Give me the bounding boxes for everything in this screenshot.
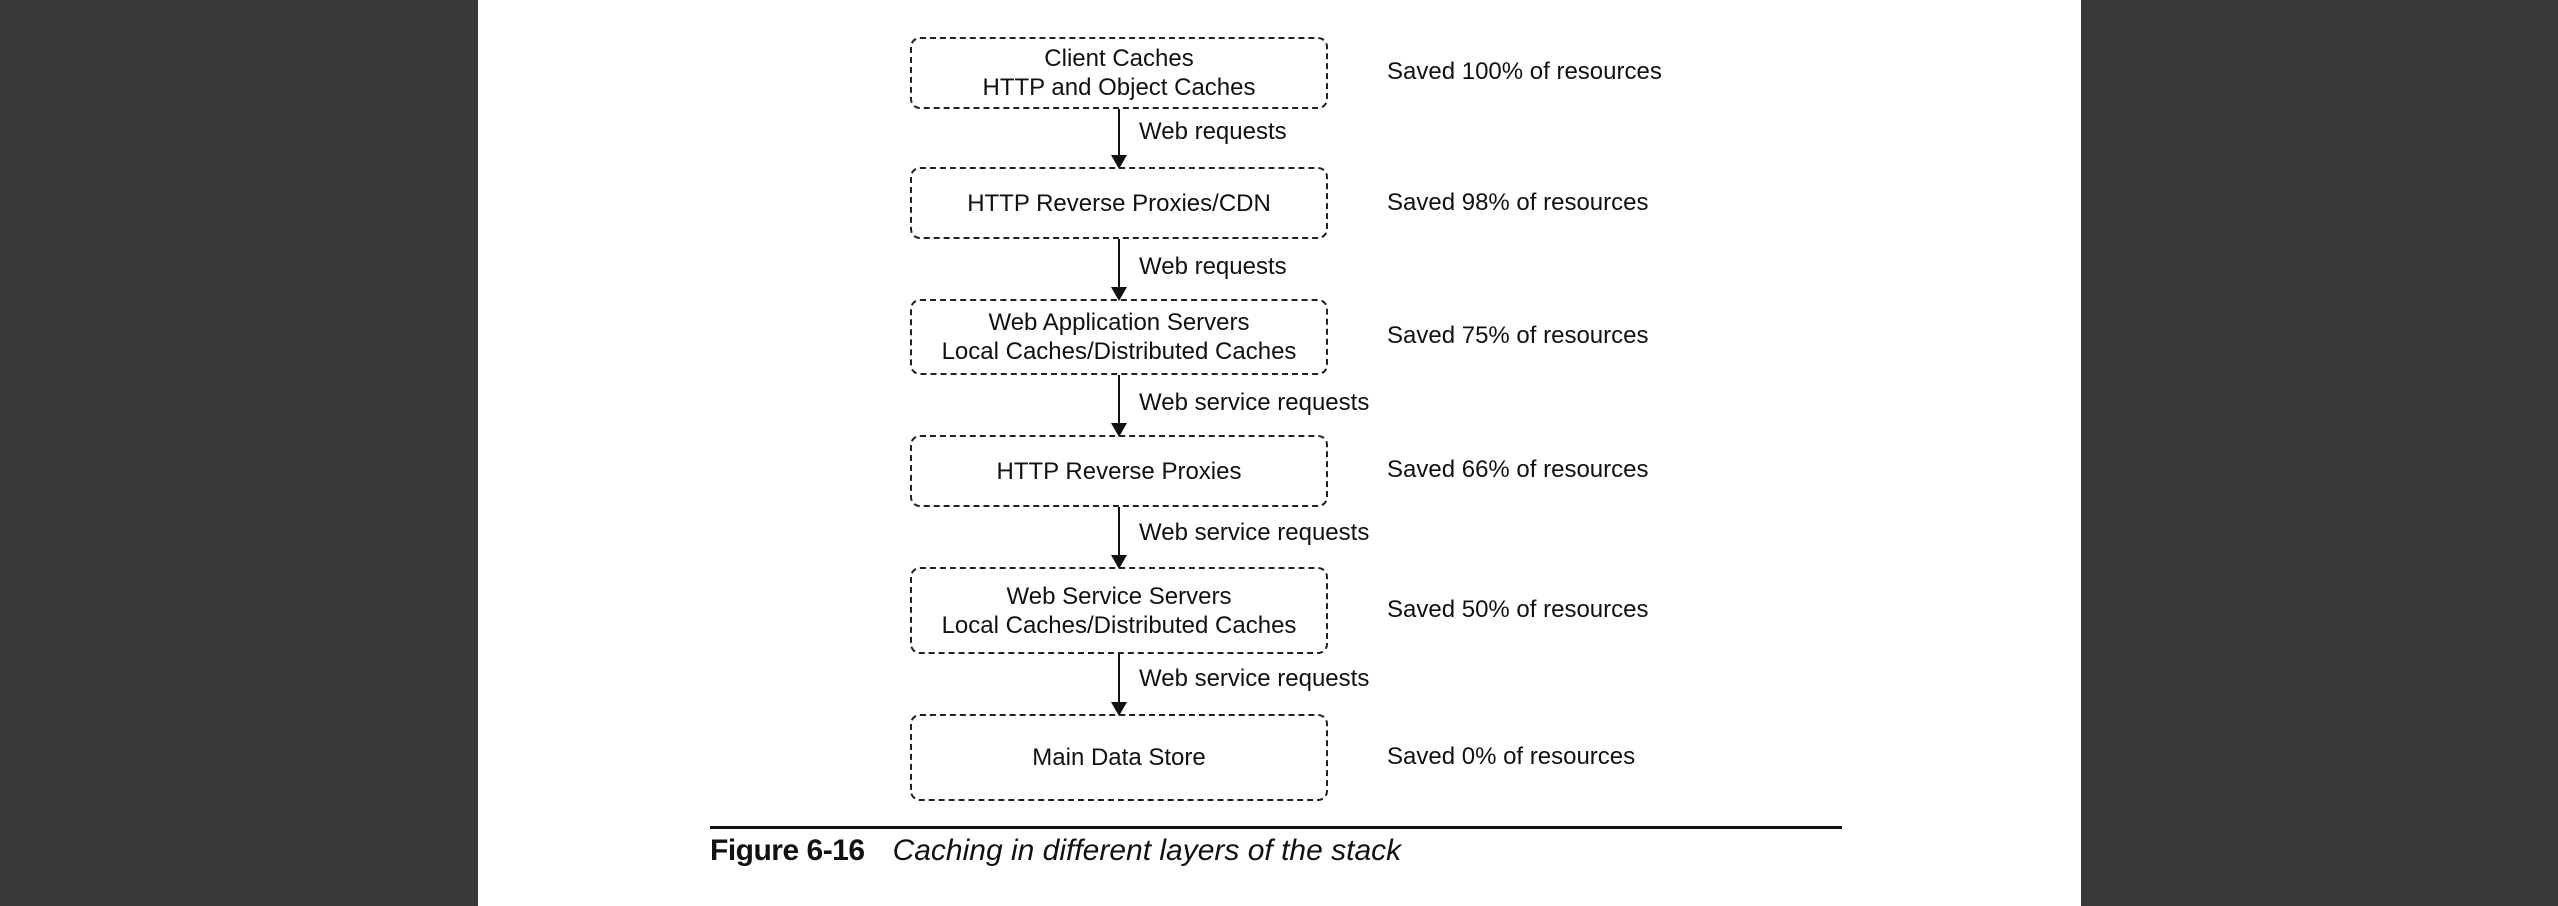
layer-line: Local Caches/Distributed Caches	[941, 338, 1297, 365]
savings-label: Saved 0% of resources	[1387, 743, 1636, 770]
savings-label: Saved 66% of resources	[1387, 456, 1649, 483]
layer-line: Main Data Store	[1032, 744, 1206, 771]
layer-line: Local Caches/Distributed Caches	[941, 611, 1297, 639]
arrow-down	[1111, 375, 1127, 437]
arrow-down	[1111, 507, 1127, 569]
layer-web-service-servers: Web Service Servers Local Caches/Distrib…	[910, 567, 1328, 654]
figure-number: Figure 6-16	[710, 834, 865, 867]
edge-label: Web requests	[1139, 118, 1287, 145]
layer-line: HTTP and Object Caches	[982, 74, 1256, 101]
layer-http-reverse-proxies: HTTP Reverse Proxies	[910, 435, 1328, 507]
figure-caption: Figure 6-16 Caching in different layers o…	[710, 834, 1401, 868]
layer-line: Web Application Servers	[988, 309, 1250, 336]
savings-label: Saved 75% of resources	[1387, 322, 1649, 349]
figure-caption-text: Caching in different layers of the stack	[892, 834, 1402, 867]
layer-line: HTTP Reverse Proxies	[996, 457, 1242, 485]
layer-line: HTTP Reverse Proxies/CDN	[967, 189, 1271, 217]
edge-label: Web service requests	[1139, 665, 1370, 692]
edge-label: Web service requests	[1139, 519, 1370, 546]
document-page	[478, 0, 2081, 906]
savings-label: Saved 50% of resources	[1387, 596, 1649, 623]
arrow-down	[1111, 109, 1127, 169]
layer-web-application-servers: Web Application Servers Local Caches/Dis…	[910, 299, 1328, 375]
layer-main-data-store: Main Data Store	[910, 714, 1328, 801]
savings-label: Saved 100% of resources	[1387, 58, 1662, 85]
caption-rule	[710, 826, 1842, 829]
arrow-down	[1111, 654, 1127, 716]
edge-label: Web requests	[1139, 253, 1287, 280]
edge-label: Web service requests	[1139, 389, 1370, 416]
layer-line: Client Caches	[1044, 45, 1194, 72]
savings-label: Saved 98% of resources	[1387, 189, 1649, 216]
layer-http-reverse-proxies-cdn: HTTP Reverse Proxies/CDN	[910, 167, 1328, 239]
arrow-down	[1111, 239, 1127, 301]
layer-line: Web Service Servers	[1006, 582, 1232, 610]
layer-client-caches: Client Caches HTTP and Object Caches	[910, 37, 1328, 109]
